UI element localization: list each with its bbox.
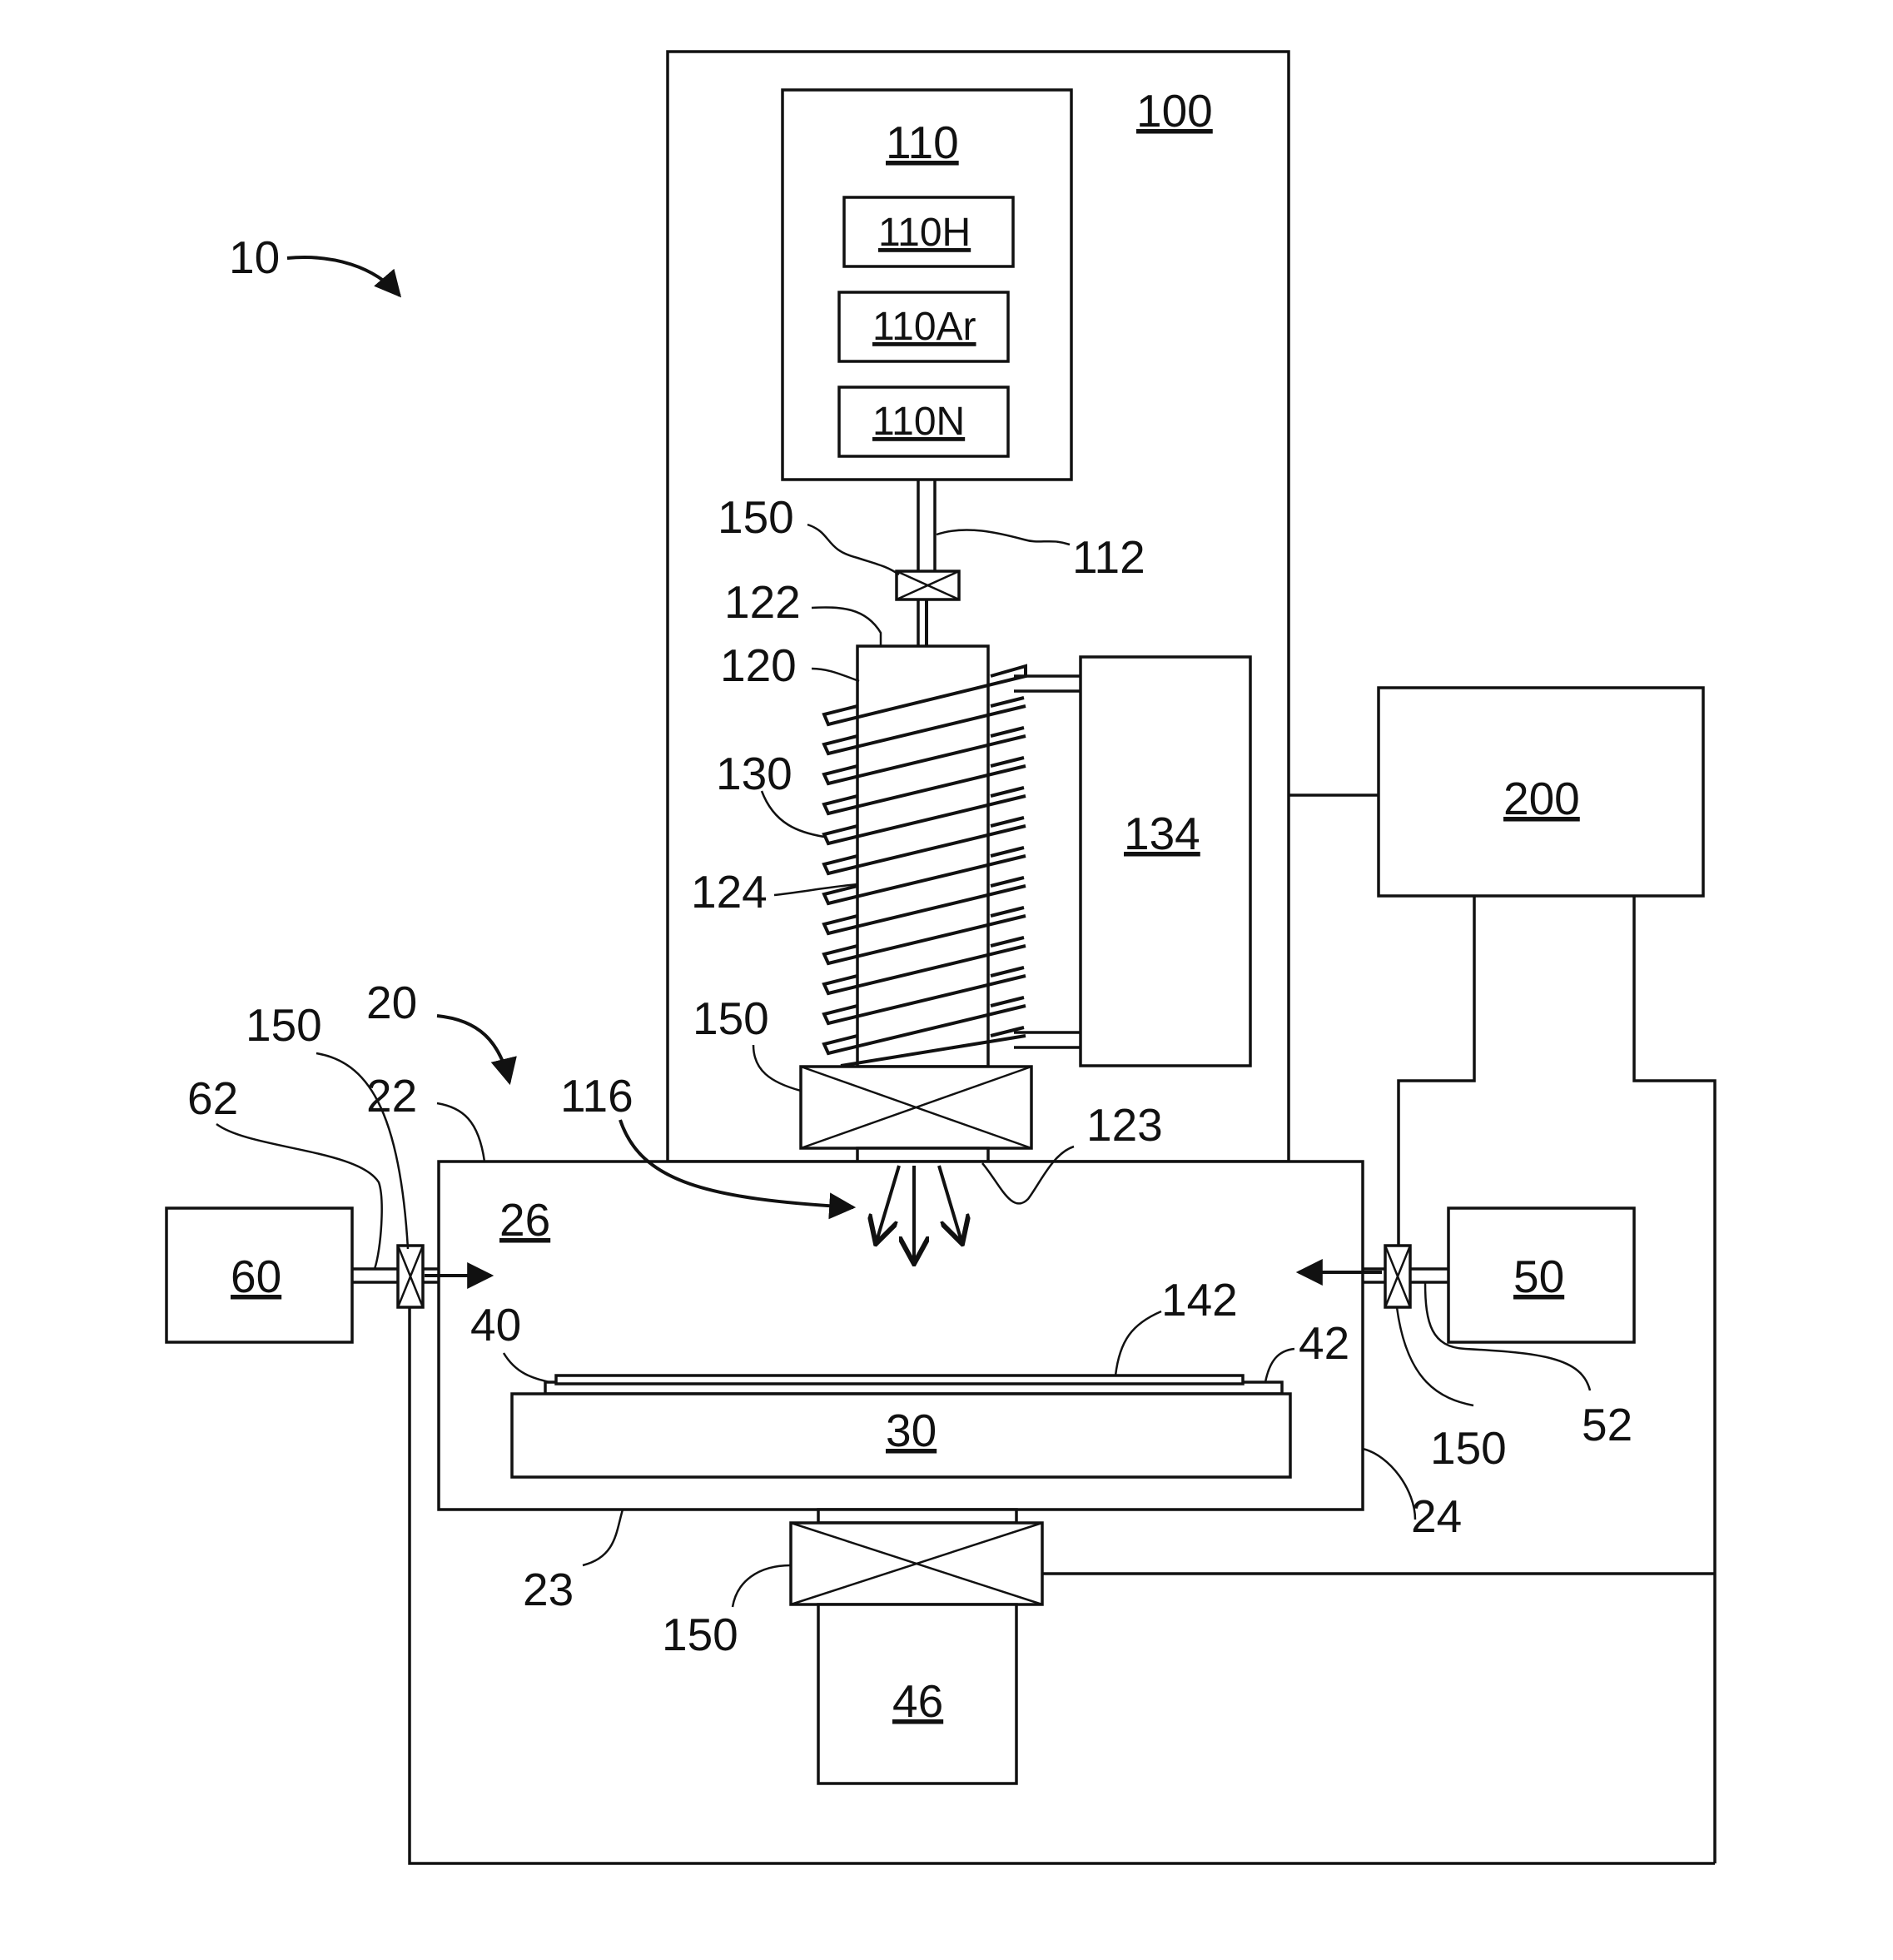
substrate-label: 40 bbox=[470, 1299, 521, 1351]
rf-power-source bbox=[1081, 657, 1250, 1066]
gas-h-label: 110H bbox=[878, 211, 971, 255]
outlet-nozzle bbox=[857, 1148, 988, 1162]
plasma-tube bbox=[857, 646, 988, 1067]
valve-right-label: 150 bbox=[1430, 1422, 1507, 1474]
chamber-side-label: 24 bbox=[1411, 1490, 1462, 1542]
valve-left-label: 150 bbox=[246, 999, 322, 1051]
coil-label: 130 bbox=[716, 748, 792, 799]
valve-bottom-label: 150 bbox=[662, 1609, 738, 1660]
stage-label: 30 bbox=[886, 1405, 937, 1456]
gas-line-label: 112 bbox=[1072, 531, 1145, 583]
gas-supply-label: 110 bbox=[886, 117, 959, 168]
pump-label: 46 bbox=[892, 1675, 943, 1727]
valve-right bbox=[1385, 1246, 1410, 1307]
valve-mid-label: 150 bbox=[693, 992, 769, 1044]
valve-bottom bbox=[791, 1523, 1042, 1604]
outlet-label: 123 bbox=[1086, 1099, 1163, 1151]
tube-label: 120 bbox=[720, 639, 797, 691]
valve-middle bbox=[801, 1067, 1031, 1148]
plasma-source-label: 100 bbox=[1136, 85, 1213, 137]
controller-label: 200 bbox=[1503, 773, 1580, 824]
tube-top-label: 122 bbox=[724, 576, 801, 628]
valve-left bbox=[398, 1246, 423, 1307]
gas-ar-label: 110Ar bbox=[872, 305, 976, 349]
film-label: 142 bbox=[1161, 1274, 1238, 1326]
line-left-label: 62 bbox=[187, 1072, 238, 1124]
right-source-label: 50 bbox=[1513, 1251, 1564, 1302]
pump-neck bbox=[818, 1510, 1016, 1523]
edge-label: 42 bbox=[1299, 1317, 1349, 1369]
left-source-label: 60 bbox=[231, 1251, 281, 1302]
film-layer bbox=[556, 1375, 1243, 1384]
line-right-label: 52 bbox=[1582, 1399, 1632, 1450]
radicals-label: 116 bbox=[560, 1070, 633, 1122]
rf-source-label: 134 bbox=[1124, 808, 1200, 859]
chamber-system-label: 20 bbox=[366, 977, 417, 1028]
valve-top-label: 150 bbox=[718, 491, 794, 543]
gas-n-label: 110N bbox=[872, 400, 965, 444]
chamber-space-label: 26 bbox=[499, 1194, 550, 1246]
system-label: 10 bbox=[229, 231, 280, 283]
chamber-bottom-label: 23 bbox=[523, 1564, 574, 1615]
tube-inner-label: 124 bbox=[691, 866, 768, 918]
chamber-top-label: 22 bbox=[366, 1070, 417, 1122]
valve-top bbox=[897, 571, 959, 599]
